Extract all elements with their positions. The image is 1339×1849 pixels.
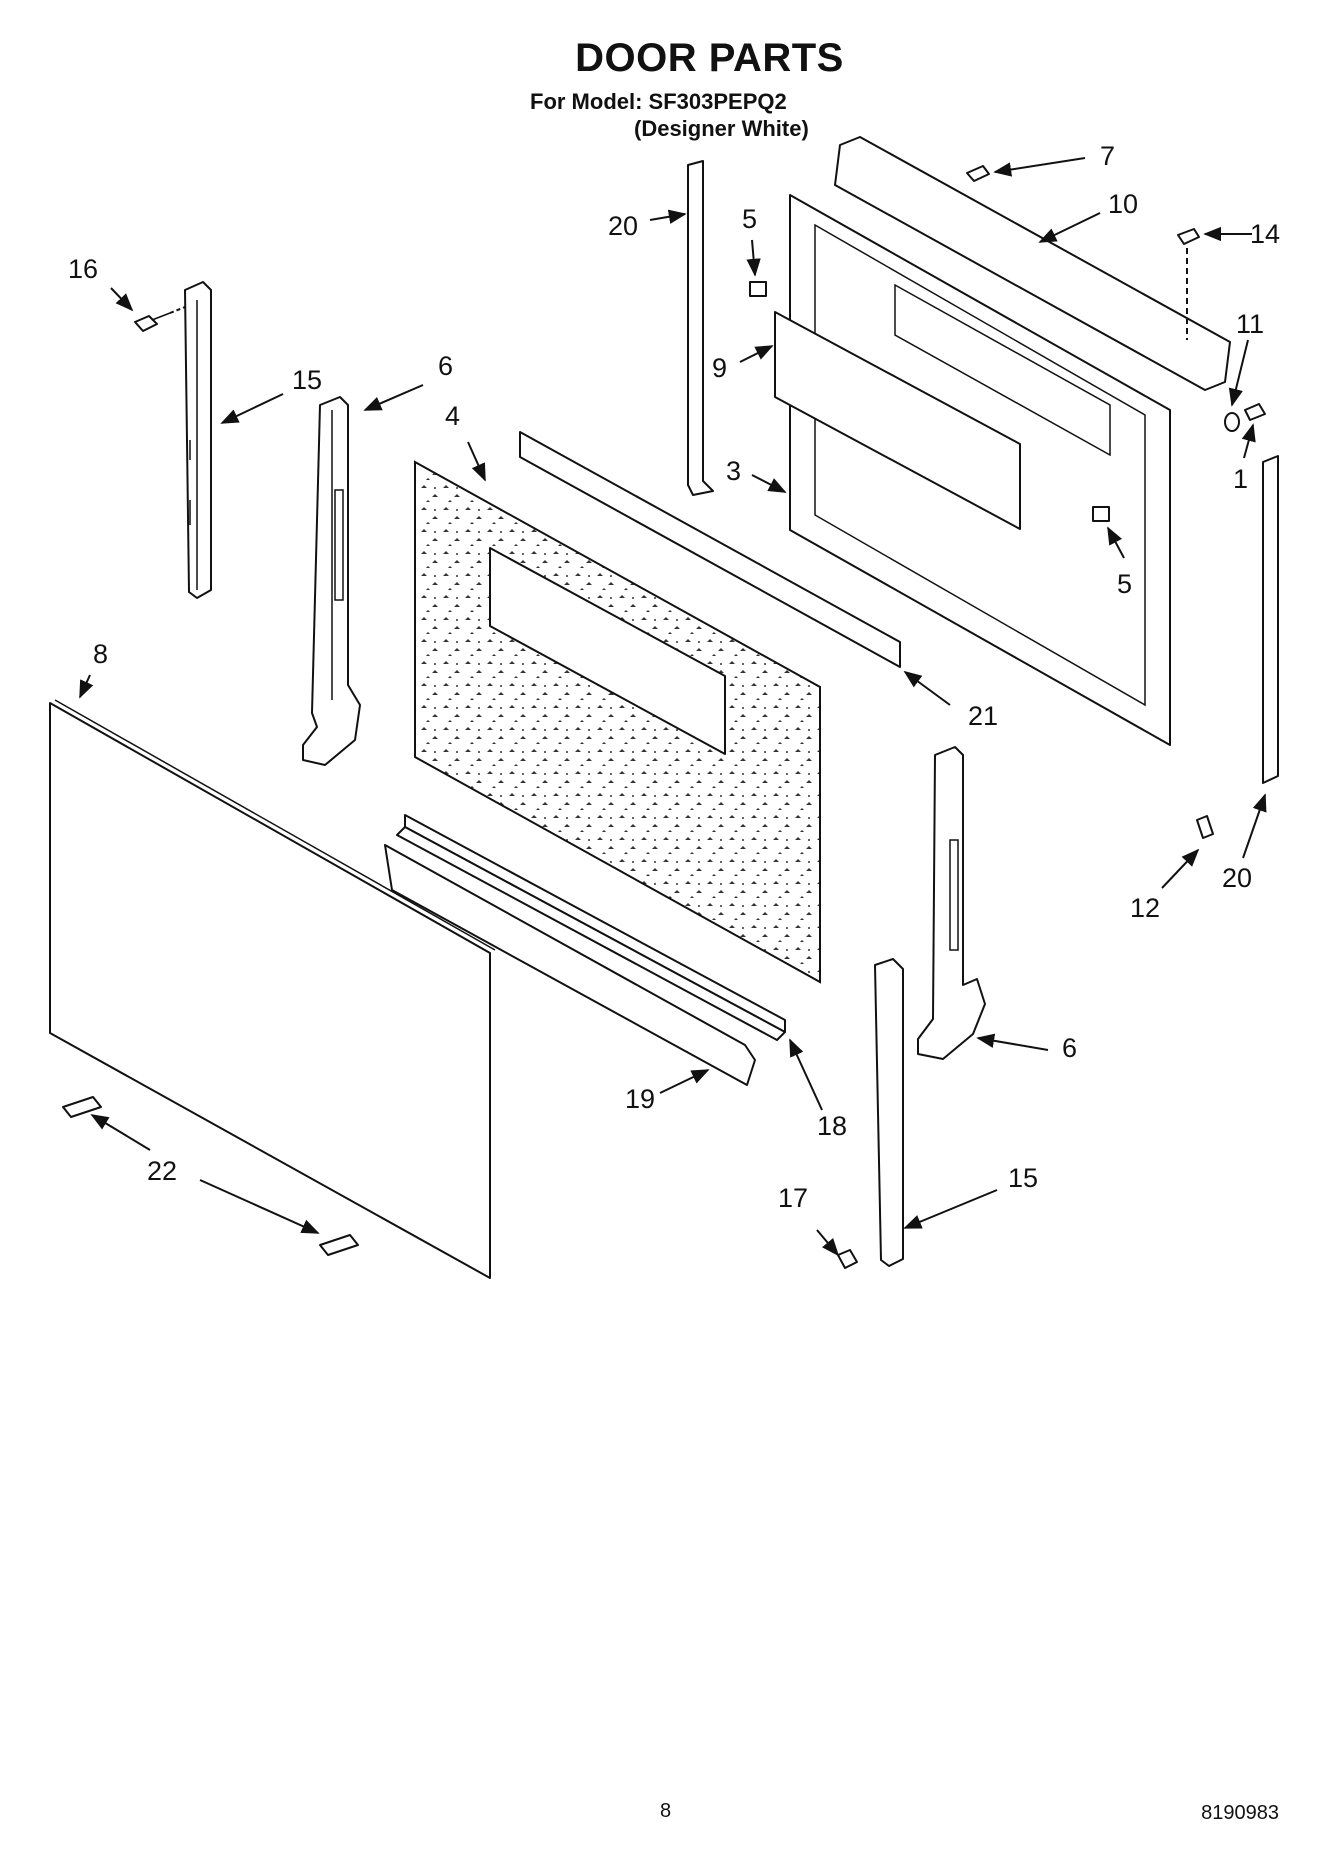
callout-12: 12: [1130, 893, 1160, 923]
callout-3: 3: [726, 456, 741, 486]
part-17-screw: [837, 1249, 858, 1269]
part-11-washer: [1224, 412, 1240, 432]
part-10-top-vent: [834, 136, 1231, 391]
part-20-side-strip-right: [1262, 455, 1279, 784]
callout-22: 22: [147, 1156, 177, 1186]
callout-leaders: [79, 157, 1267, 1257]
part-5-clip-upper: [749, 281, 767, 297]
part-7-screw: [966, 165, 990, 182]
callout-16: 16: [68, 254, 98, 284]
model-color: (Designer White): [634, 116, 809, 141]
model-number: For Model: SF303PEPQ2: [530, 89, 787, 114]
model-info: For Model: SF303PEPQ2 (Designer White): [530, 88, 809, 142]
part-12-screw: [1196, 815, 1214, 839]
callout-labels: 16 15 6 4 20 5 9 3 7 10 14 11 1 5 21 8 2…: [68, 141, 1280, 1213]
part-22-clip-left: [62, 1096, 102, 1118]
part-21-strip: [519, 431, 901, 668]
part-16-screw: [134, 304, 191, 332]
part-14-screw: [1177, 228, 1200, 340]
callout-10: 10: [1108, 189, 1138, 219]
callout-15-left: 15: [292, 365, 322, 395]
callout-21: 21: [968, 701, 998, 731]
callout-6-left: 6: [438, 351, 453, 381]
page-title: DOOR PARTS: [575, 36, 844, 80]
part-6-hinge-right: [917, 746, 986, 1060]
callout-18: 18: [817, 1111, 847, 1141]
callout-6-right: 6: [1062, 1033, 1077, 1063]
callout-17: 17: [778, 1183, 808, 1213]
part-6-hinge-left: [302, 396, 361, 766]
callout-5-lower: 5: [1117, 569, 1132, 599]
part-15-hinge-receiver-left: [184, 281, 212, 599]
part-5-clip-lower: [1092, 506, 1110, 522]
part-15-hinge-receiver-right: [874, 958, 904, 1267]
document-number: 8190983: [1201, 1802, 1279, 1824]
part-1-screw: [1244, 403, 1266, 421]
part-20-side-strip-left: [687, 160, 714, 496]
callout-8: 8: [93, 639, 108, 669]
callout-19: 19: [625, 1084, 655, 1114]
part-8-outer-door-panel: [49, 699, 496, 1279]
callout-7: 7: [1100, 141, 1115, 171]
callout-20-right: 20: [1222, 863, 1252, 893]
callout-9: 9: [712, 353, 727, 383]
part-4-insulation: [414, 460, 821, 984]
part-18-bottom-channel: [396, 814, 786, 1041]
callout-4: 4: [445, 401, 460, 431]
callout-14: 14: [1250, 219, 1280, 249]
callout-11: 11: [1236, 309, 1264, 339]
part-19-bottom-trim: [384, 844, 756, 1086]
callout-20-left: 20: [608, 211, 638, 241]
callout-15-right: 15: [1008, 1163, 1038, 1193]
callout-5-upper: 5: [742, 204, 757, 234]
callout-1: 1: [1233, 464, 1248, 494]
page-number: 8: [660, 1800, 672, 1822]
part-9-window-glass: [774, 311, 1021, 530]
part-22-clip-right: [319, 1234, 359, 1256]
